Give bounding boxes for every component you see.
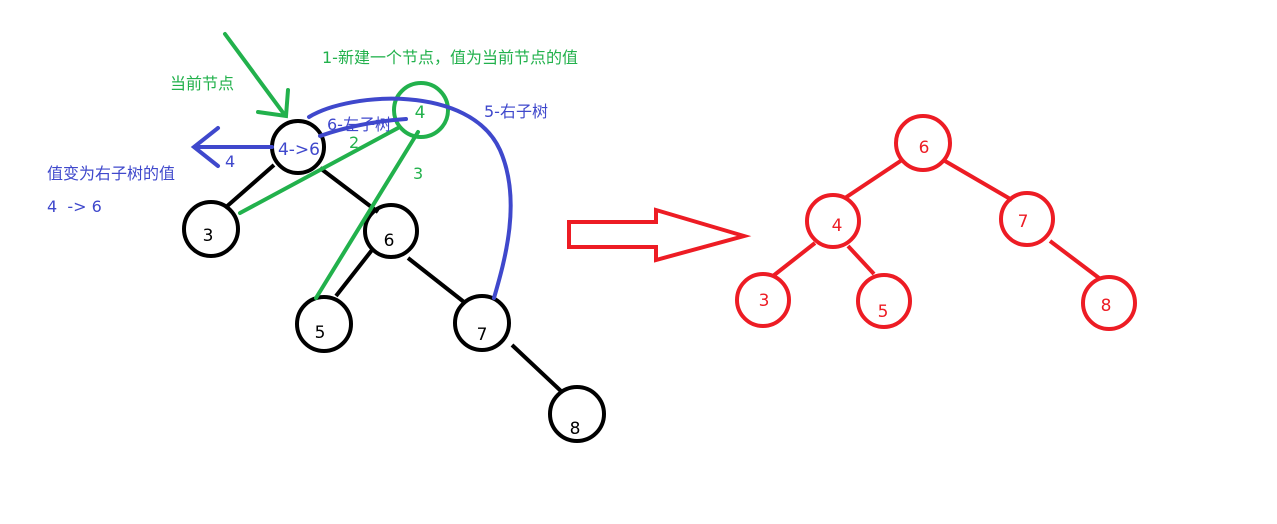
node-5-label: 5 [315, 323, 326, 343]
annotation-step5: 5-右子树 [484, 102, 548, 121]
new-node-circle [392, 81, 450, 139]
green-strokes [223, 32, 450, 300]
r-edge-6-4 [843, 158, 904, 200]
current-node-label: 4->6 [278, 140, 320, 160]
node-8 [548, 385, 606, 443]
node-8-label: 8 [570, 419, 581, 439]
edge-6-7 [406, 256, 466, 304]
r-edge-7-8 [1048, 239, 1101, 280]
annotation-step3: 3 [413, 164, 423, 183]
annotation-step4: 4 [225, 152, 235, 171]
node-3 [182, 200, 240, 258]
link-3 [314, 130, 420, 300]
r-node-3-label: 3 [759, 291, 770, 311]
edge-6-5 [334, 248, 374, 298]
annotation-step6: 6-左子树 [327, 115, 391, 134]
node-6-label: 6 [384, 231, 395, 251]
r-edge-4-3 [771, 241, 817, 278]
annotation-value-change-detail: 4 -> 6 [47, 197, 102, 216]
r-node-4-label: 4 [832, 216, 843, 236]
green-arrow-head [256, 88, 290, 119]
annotation-step2: 2 [349, 133, 359, 152]
link-2 [238, 126, 400, 215]
r-node-6 [894, 114, 952, 172]
edge-root-6 [318, 166, 380, 214]
r-node-8-label: 8 [1101, 296, 1112, 316]
arrow-4-head [190, 126, 220, 168]
blue-strokes [190, 96, 513, 300]
right-tree [735, 114, 1137, 331]
left-tree-labels: 4->6 4 3 6 5 7 8 [203, 103, 581, 439]
annotation-step1: 1-新建一个节点，值为当前节点的值 [322, 48, 578, 67]
node-7 [453, 294, 511, 352]
edge-root-3 [223, 163, 276, 210]
r-edge-4-5 [846, 244, 876, 276]
r-node-7 [999, 191, 1055, 247]
annotation-current-node: 当前节点 [170, 74, 234, 93]
r-node-4 [805, 193, 861, 249]
link-6-left [318, 117, 408, 138]
annotations: 当前节点 1-新建一个节点，值为当前节点的值 2 3 4 5-右子树 6-左子树… [47, 48, 578, 216]
r-node-5-label: 5 [878, 302, 889, 322]
r-edge-6-7 [943, 159, 1014, 202]
edge-7-8 [510, 343, 564, 394]
r-node-7-label: 7 [1018, 212, 1029, 232]
node-6 [363, 203, 419, 259]
r-node-3 [735, 272, 791, 328]
r-node-6-label: 6 [919, 138, 930, 158]
new-node-label: 4 [415, 103, 426, 123]
right-tree-labels: 6 4 7 3 5 8 [759, 138, 1112, 322]
node-7-label: 7 [477, 325, 488, 345]
r-node-5 [856, 273, 912, 329]
green-arrow-shaft [223, 32, 286, 116]
annotation-value-change: 值变为右子树的值 [47, 164, 175, 183]
link-5-right [307, 96, 513, 300]
node-3-label: 3 [203, 226, 214, 246]
r-node-8 [1081, 275, 1137, 331]
transform-arrow [567, 207, 752, 263]
node-5 [295, 295, 353, 353]
